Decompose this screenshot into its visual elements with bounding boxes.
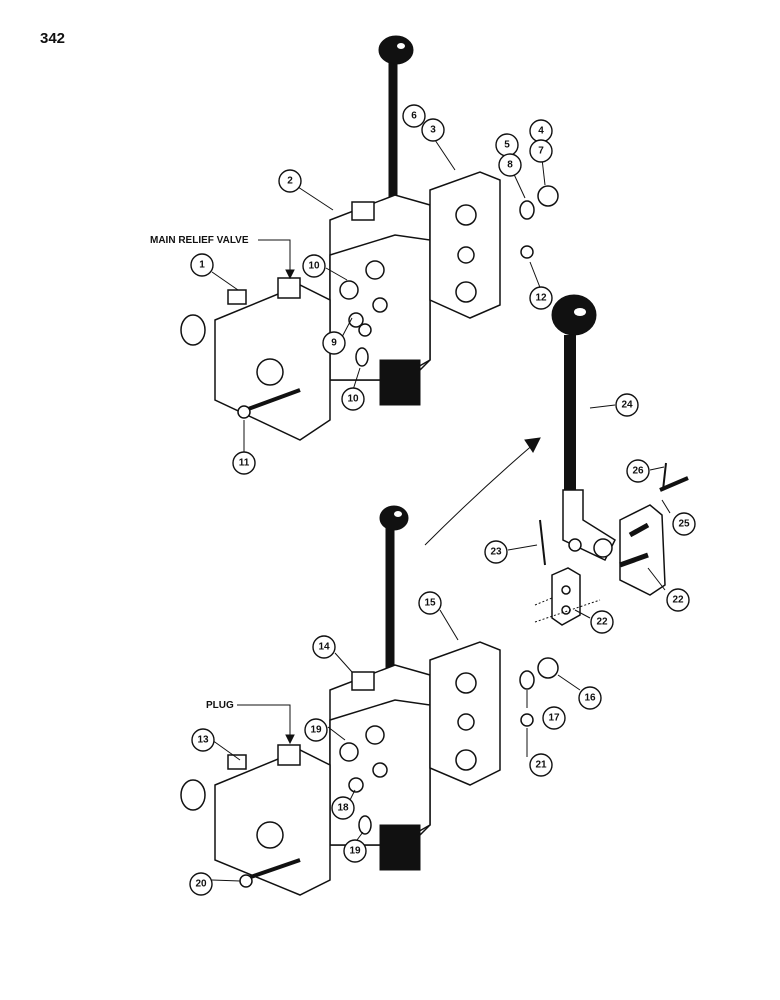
callout-21: 21 [529, 753, 553, 777]
callout-12: 12 [529, 286, 553, 310]
svg-text:20: 20 [195, 879, 207, 890]
lower-end-cover [429, 641, 501, 786]
svg-text:14: 14 [318, 642, 330, 653]
detail-arrow [424, 442, 536, 546]
callout-22-right: 22 [666, 588, 690, 612]
svg-text:7: 7 [538, 146, 544, 157]
svg-text:4: 4 [538, 126, 544, 137]
callout-11: 11 [232, 451, 256, 475]
svg-text:23: 23 [490, 547, 502, 558]
svg-text:24: 24 [621, 400, 633, 411]
callout-16: 16 [578, 686, 602, 710]
svg-text:11: 11 [239, 458, 250, 469]
svg-text:22: 22 [672, 595, 684, 606]
callout-9: 9 [322, 331, 346, 355]
svg-text:5: 5 [504, 140, 510, 151]
callout-17: 17 [542, 706, 566, 730]
callout-20: 20 [189, 872, 213, 896]
callout-3: 3 [421, 118, 445, 142]
svg-text:10: 10 [347, 394, 359, 405]
callout-6: 6 [402, 104, 426, 128]
callout-19-upper: 19 [304, 718, 328, 742]
lower-seals [358, 657, 559, 835]
svg-text:12: 12 [535, 293, 547, 304]
upper-valve-section [329, 194, 431, 406]
callout-7: 7 [529, 139, 553, 163]
svg-text:2: 2 [287, 176, 293, 187]
callout-5: 5 [495, 133, 519, 157]
svg-text:18: 18 [337, 803, 349, 814]
svg-text:8: 8 [507, 160, 513, 171]
svg-text:13: 13 [197, 735, 209, 746]
svg-text:15: 15 [424, 598, 436, 609]
callout-13: 13 [191, 728, 215, 752]
main-relief-valve-label: MAIN RELIEF VALVE [150, 235, 249, 246]
callout-14: 14 [312, 635, 336, 659]
svg-text:21: 21 [535, 760, 547, 771]
svg-text:19: 19 [349, 846, 361, 857]
callout-15: 15 [418, 591, 442, 615]
page-number: 342 [40, 30, 66, 47]
handle-detail [424, 294, 689, 626]
callout-10-lower: 10 [341, 387, 365, 411]
leader-lines [211, 139, 671, 882]
lower-valve-section [329, 664, 431, 871]
callout-19-lower: 19 [343, 839, 367, 863]
callout-8: 8 [498, 153, 522, 177]
svg-text:10: 10 [308, 261, 320, 272]
upper-end-cover [429, 171, 501, 319]
callout-2: 2 [278, 169, 302, 193]
svg-text:17: 17 [548, 713, 560, 724]
svg-text:26: 26 [632, 466, 644, 477]
upper-valve-assembly [180, 35, 559, 441]
callout-25: 25 [672, 512, 696, 536]
svg-text:22: 22 [596, 617, 608, 628]
callout-22-left: 22 [590, 610, 614, 634]
lower-valve-assembly [180, 505, 559, 896]
callout-18: 18 [331, 796, 355, 820]
svg-text:19: 19 [310, 725, 322, 736]
svg-text:9: 9 [331, 338, 337, 349]
callout-26: 26 [626, 459, 650, 483]
lower-control-handle [379, 505, 409, 680]
svg-text:25: 25 [678, 519, 690, 530]
svg-text:3: 3 [430, 125, 436, 136]
callout-24: 24 [615, 393, 639, 417]
callout-23: 23 [484, 540, 508, 564]
callout-1: 1 [190, 253, 214, 277]
plug-label: PLUG [206, 700, 234, 711]
svg-text:1: 1 [199, 260, 205, 271]
lower-inlet-body [180, 744, 331, 896]
upper-inlet-body [180, 277, 331, 441]
svg-text:6: 6 [411, 111, 417, 122]
svg-text:16: 16 [584, 693, 596, 704]
callout-4: 4 [529, 119, 553, 143]
callout-10-upper: 10 [302, 254, 326, 278]
upper-seals [355, 185, 559, 367]
